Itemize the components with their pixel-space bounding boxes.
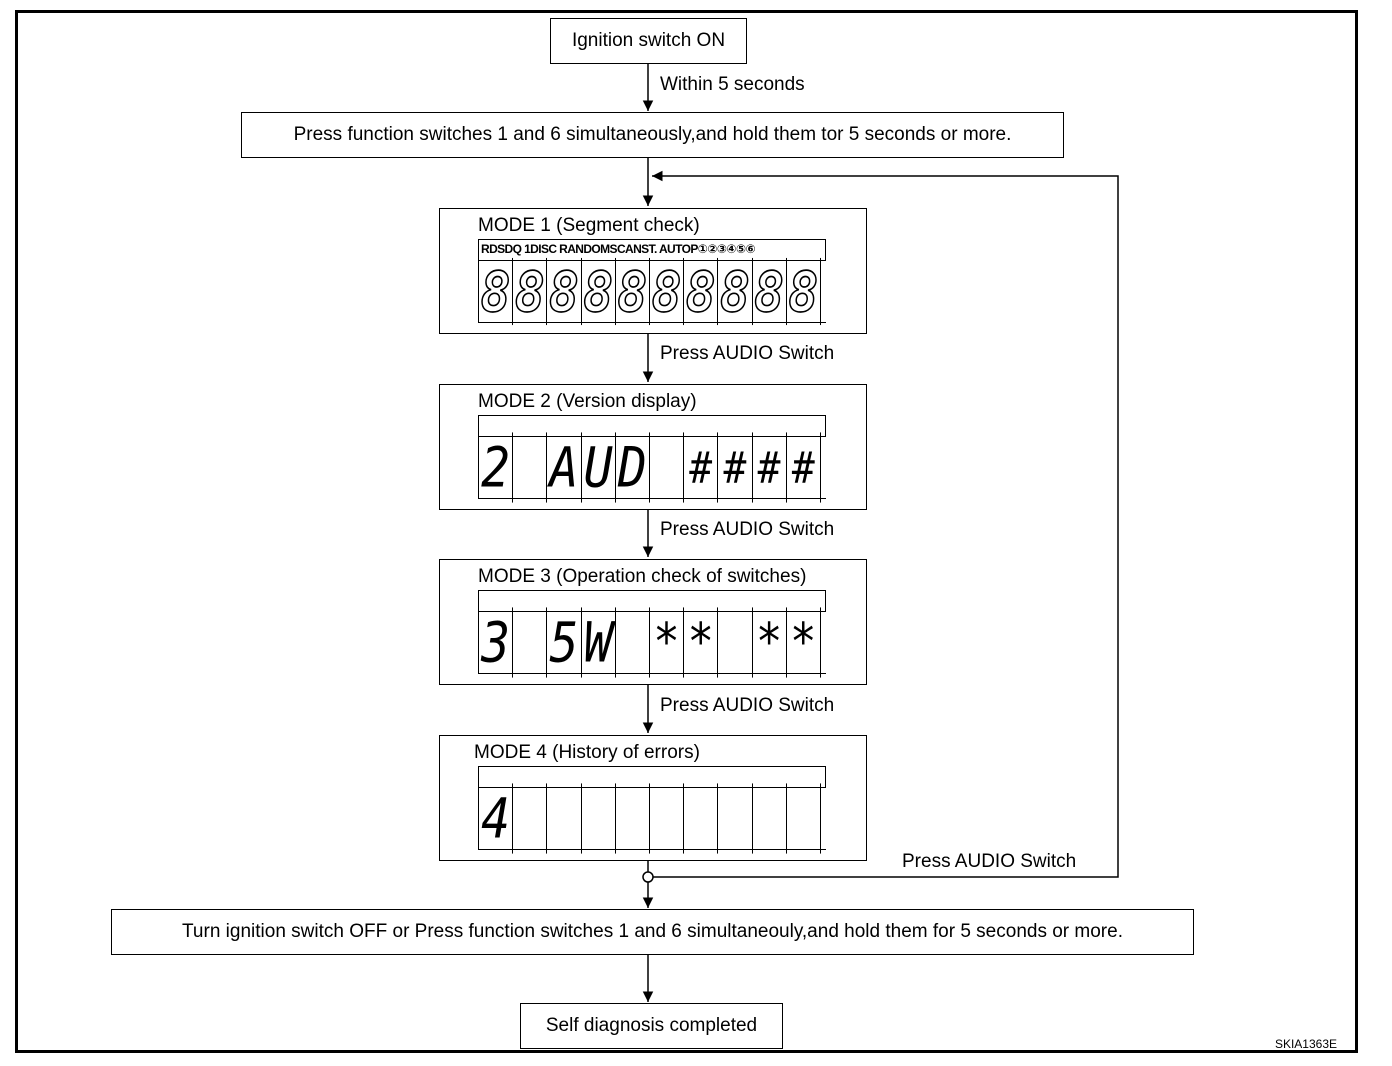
segment-cell: A bbox=[547, 432, 582, 503]
segment-cell bbox=[582, 783, 616, 854]
segment-cell: # bbox=[718, 432, 753, 503]
segment-cell: 8 bbox=[787, 257, 821, 326]
segment-cell: 8 bbox=[547, 257, 582, 326]
mode4-title: MODE 4 (History of errors) bbox=[474, 742, 700, 763]
segment-cell: # bbox=[787, 432, 821, 503]
loop-press-audio-label: Press AUDIO Switch bbox=[902, 851, 1077, 872]
press-audio-label-2: Press AUDIO Switch bbox=[660, 519, 835, 540]
segment-cell: * bbox=[787, 607, 821, 678]
turn-off-box: Turn ignition switch OFF or Press functi… bbox=[111, 909, 1194, 955]
segment-cell bbox=[787, 783, 821, 854]
segment-cell bbox=[718, 607, 753, 678]
segment-cell: D bbox=[616, 432, 650, 503]
segment-cell bbox=[753, 783, 787, 854]
segment-cell bbox=[650, 783, 685, 854]
segment-cell bbox=[547, 783, 582, 854]
press-switches-box: Press function switches 1 and 6 simultan… bbox=[241, 112, 1064, 158]
segment-cell: 4 bbox=[479, 783, 514, 854]
segment-cell: 8 bbox=[582, 257, 616, 326]
segment-cell bbox=[513, 607, 548, 678]
segment-cell bbox=[684, 783, 719, 854]
mode2-box: MODE 2 (Version display) 2 A U D # # # # bbox=[439, 384, 867, 510]
press-audio-label-3: Press AUDIO Switch bbox=[660, 695, 835, 716]
ignition-on-box: Ignition switch ON bbox=[550, 18, 747, 64]
press-audio-label-1: Press AUDIO Switch bbox=[660, 343, 835, 364]
within-5-seconds-label: Within 5 seconds bbox=[660, 74, 805, 95]
segment-cell bbox=[616, 783, 650, 854]
figure-code: SKIA1363E bbox=[1274, 1037, 1337, 1051]
segment-cell: * bbox=[753, 607, 787, 678]
segment-cell: 8 bbox=[650, 257, 685, 326]
segment-cell bbox=[616, 607, 650, 678]
mode4-segment-cells: 4 bbox=[478, 783, 826, 854]
segment-cell bbox=[513, 432, 548, 503]
segment-cell: 8 bbox=[513, 257, 548, 326]
segment-cell: # bbox=[753, 432, 787, 503]
mode2-segment-cells: 2 A U D # # # # bbox=[478, 432, 826, 503]
segment-cell: 8 bbox=[718, 257, 753, 326]
segment-cell bbox=[513, 783, 548, 854]
mode3-segment-cells: 3 5 W * * * * bbox=[478, 607, 826, 678]
segment-cell: W bbox=[582, 607, 616, 678]
segment-cell bbox=[650, 432, 685, 503]
mode1-title: MODE 1 (Segment check) bbox=[478, 215, 700, 236]
mode3-title: MODE 3 (Operation check of switches) bbox=[478, 566, 807, 587]
segment-cell: * bbox=[684, 607, 719, 678]
segment-cell: 5 bbox=[547, 607, 582, 678]
diagram-frame bbox=[15, 10, 1358, 1053]
mode4-box: MODE 4 (History of errors) 4 bbox=[439, 735, 867, 861]
segment-cell bbox=[718, 783, 753, 854]
segment-cell: 8 bbox=[684, 257, 719, 326]
segment-cell: 2 bbox=[479, 432, 514, 503]
mode2-title: MODE 2 (Version display) bbox=[478, 391, 697, 412]
segment-cell: * bbox=[650, 607, 685, 678]
mode1-segment-cells: 8 8 8 8 8 8 8 8 8 8 bbox=[478, 257, 826, 326]
self-diagnosis-completed-box: Self diagnosis completed bbox=[520, 1003, 783, 1049]
segment-cell: U bbox=[582, 432, 616, 503]
mode3-box: MODE 3 (Operation check of switches) 3 5… bbox=[439, 559, 867, 685]
segment-cell: 3 bbox=[479, 607, 514, 678]
mode1-box: MODE 1 (Segment check) RDSDQ 1DISC RANDO… bbox=[439, 208, 867, 334]
segment-cell: 8 bbox=[616, 257, 650, 326]
segment-cell: # bbox=[684, 432, 719, 503]
segment-cell: 8 bbox=[753, 257, 787, 326]
segment-cell: 8 bbox=[479, 257, 514, 326]
